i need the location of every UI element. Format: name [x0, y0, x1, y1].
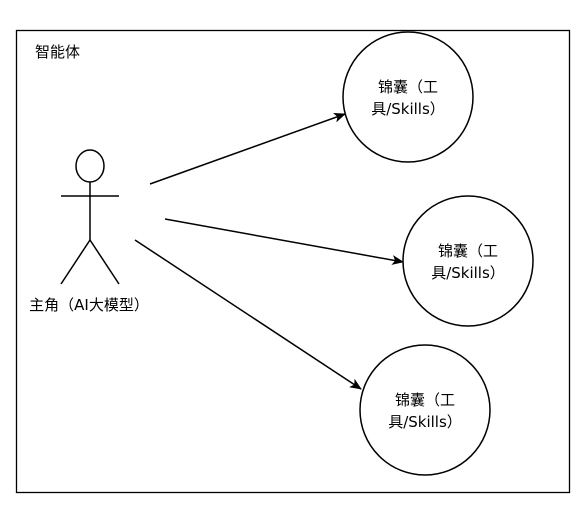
skill-label-3-line1: 锦囊（工 [395, 391, 455, 409]
skill-circle-2 [402, 195, 534, 327]
actor-right-leg [89, 239, 120, 285]
skill-label-3-line2: 具/Skills） [388, 413, 462, 431]
association-arrow-3 [134, 239, 362, 390]
skill-circle-1 [342, 31, 474, 163]
skill-use-case-1: 锦囊（工 具/Skills） [342, 31, 474, 163]
actor-label: 主角（AI大模型） [29, 296, 149, 314]
skill-label-1-line2: 具/Skills） [371, 100, 445, 118]
skill-use-case-2: 锦囊（工 具/Skills） [402, 195, 534, 327]
skill-label-2-line1: 锦囊（工 [438, 242, 498, 260]
association-arrow-2 [164, 218, 404, 265]
skill-label-1-line1: 锦囊（工 [378, 78, 438, 96]
actor-left-leg [60, 239, 91, 285]
skill-circle-3 [359, 344, 491, 476]
association-arrow-1 [149, 113, 346, 185]
actor-stick-figure [60, 149, 120, 285]
skill-use-case-3: 锦囊（工 具/Skills） [359, 344, 491, 476]
skill-label-2-line2: 具/Skills） [431, 264, 505, 282]
agent-boundary-label: 智能体 [35, 43, 80, 61]
